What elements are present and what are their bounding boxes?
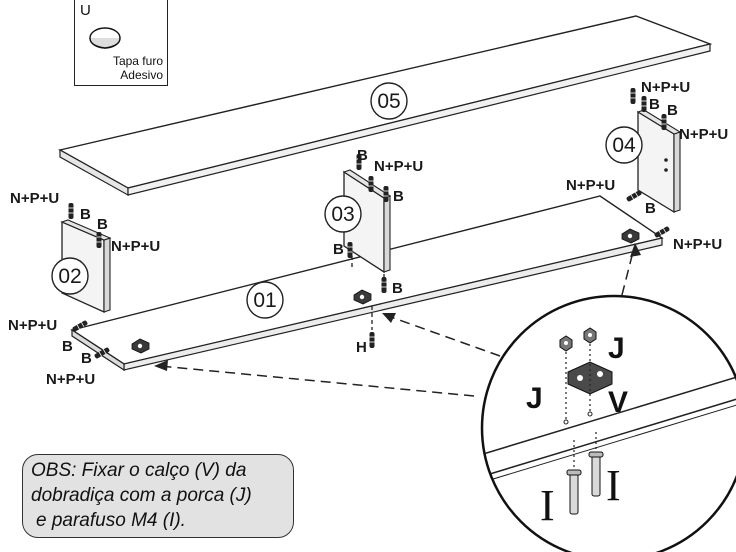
label-b: B — [392, 280, 403, 297]
label-npu: N+P+U — [46, 371, 95, 388]
detail-magnifier: J J V I I — [480, 294, 736, 552]
label-b: B — [97, 216, 108, 233]
hole-cap-icon — [89, 27, 121, 49]
label-npu: N+P+U — [10, 190, 59, 207]
note-box: OBS: Fixar o calço (V) da dobradiça com … — [22, 454, 294, 538]
label-b: B — [649, 96, 660, 113]
legend-letter: U — [80, 2, 91, 19]
part-number-05: 05 — [370, 82, 408, 120]
note-line: dobradiça com a porca (J) — [31, 485, 252, 506]
dashed-guides — [351, 256, 385, 330]
label-b: B — [667, 102, 678, 119]
label-b: B — [81, 350, 92, 367]
hardware-labels: N+P+U B B N+P+U B N+P+U B B B H N+P+U B … — [8, 79, 728, 388]
label-b: B — [357, 147, 368, 164]
svg-text:03: 03 — [331, 203, 354, 226]
part-number-03: 03 — [324, 195, 362, 233]
label-npu: N+P+U — [673, 236, 722, 253]
note-line: OBS: Fixar o calço (V) da — [31, 460, 247, 481]
note-line: e parafuso M4 (I). — [36, 510, 186, 531]
detail-arrows — [159, 247, 635, 397]
legend-box: U Tapa furo Adesivo — [74, 0, 168, 86]
label-i: I — [540, 481, 555, 530]
arrow-heads — [154, 243, 641, 371]
part-number-01: 01 — [246, 281, 284, 319]
label-h: H — [356, 339, 367, 356]
svg-text:01: 01 — [253, 289, 276, 312]
label-npu: N+P+U — [566, 177, 615, 194]
label-b: B — [80, 206, 91, 223]
label-npu: N+P+U — [679, 126, 728, 143]
svg-text:02: 02 — [58, 265, 81, 288]
label-b: B — [645, 200, 656, 217]
label-i: I — [606, 461, 621, 510]
label-npu: N+P+U — [8, 317, 57, 334]
label-j: J — [526, 382, 543, 415]
label-j: J — [608, 332, 625, 365]
panel-04 — [636, 109, 682, 214]
label-npu: N+P+U — [111, 238, 160, 255]
svg-text:05: 05 — [377, 90, 400, 113]
svg-text:04: 04 — [612, 134, 636, 157]
legend-caption: Tapa furo Adesivo — [112, 54, 163, 82]
label-v: V — [608, 386, 628, 419]
label-b: B — [393, 188, 404, 205]
part-number-04: 04 — [605, 126, 643, 164]
label-npu: N+P+U — [641, 79, 690, 96]
label-b: B — [333, 241, 344, 258]
part-number-02: 02 — [51, 257, 89, 295]
label-b: B — [62, 338, 73, 355]
label-npu: N+P+U — [374, 158, 423, 175]
